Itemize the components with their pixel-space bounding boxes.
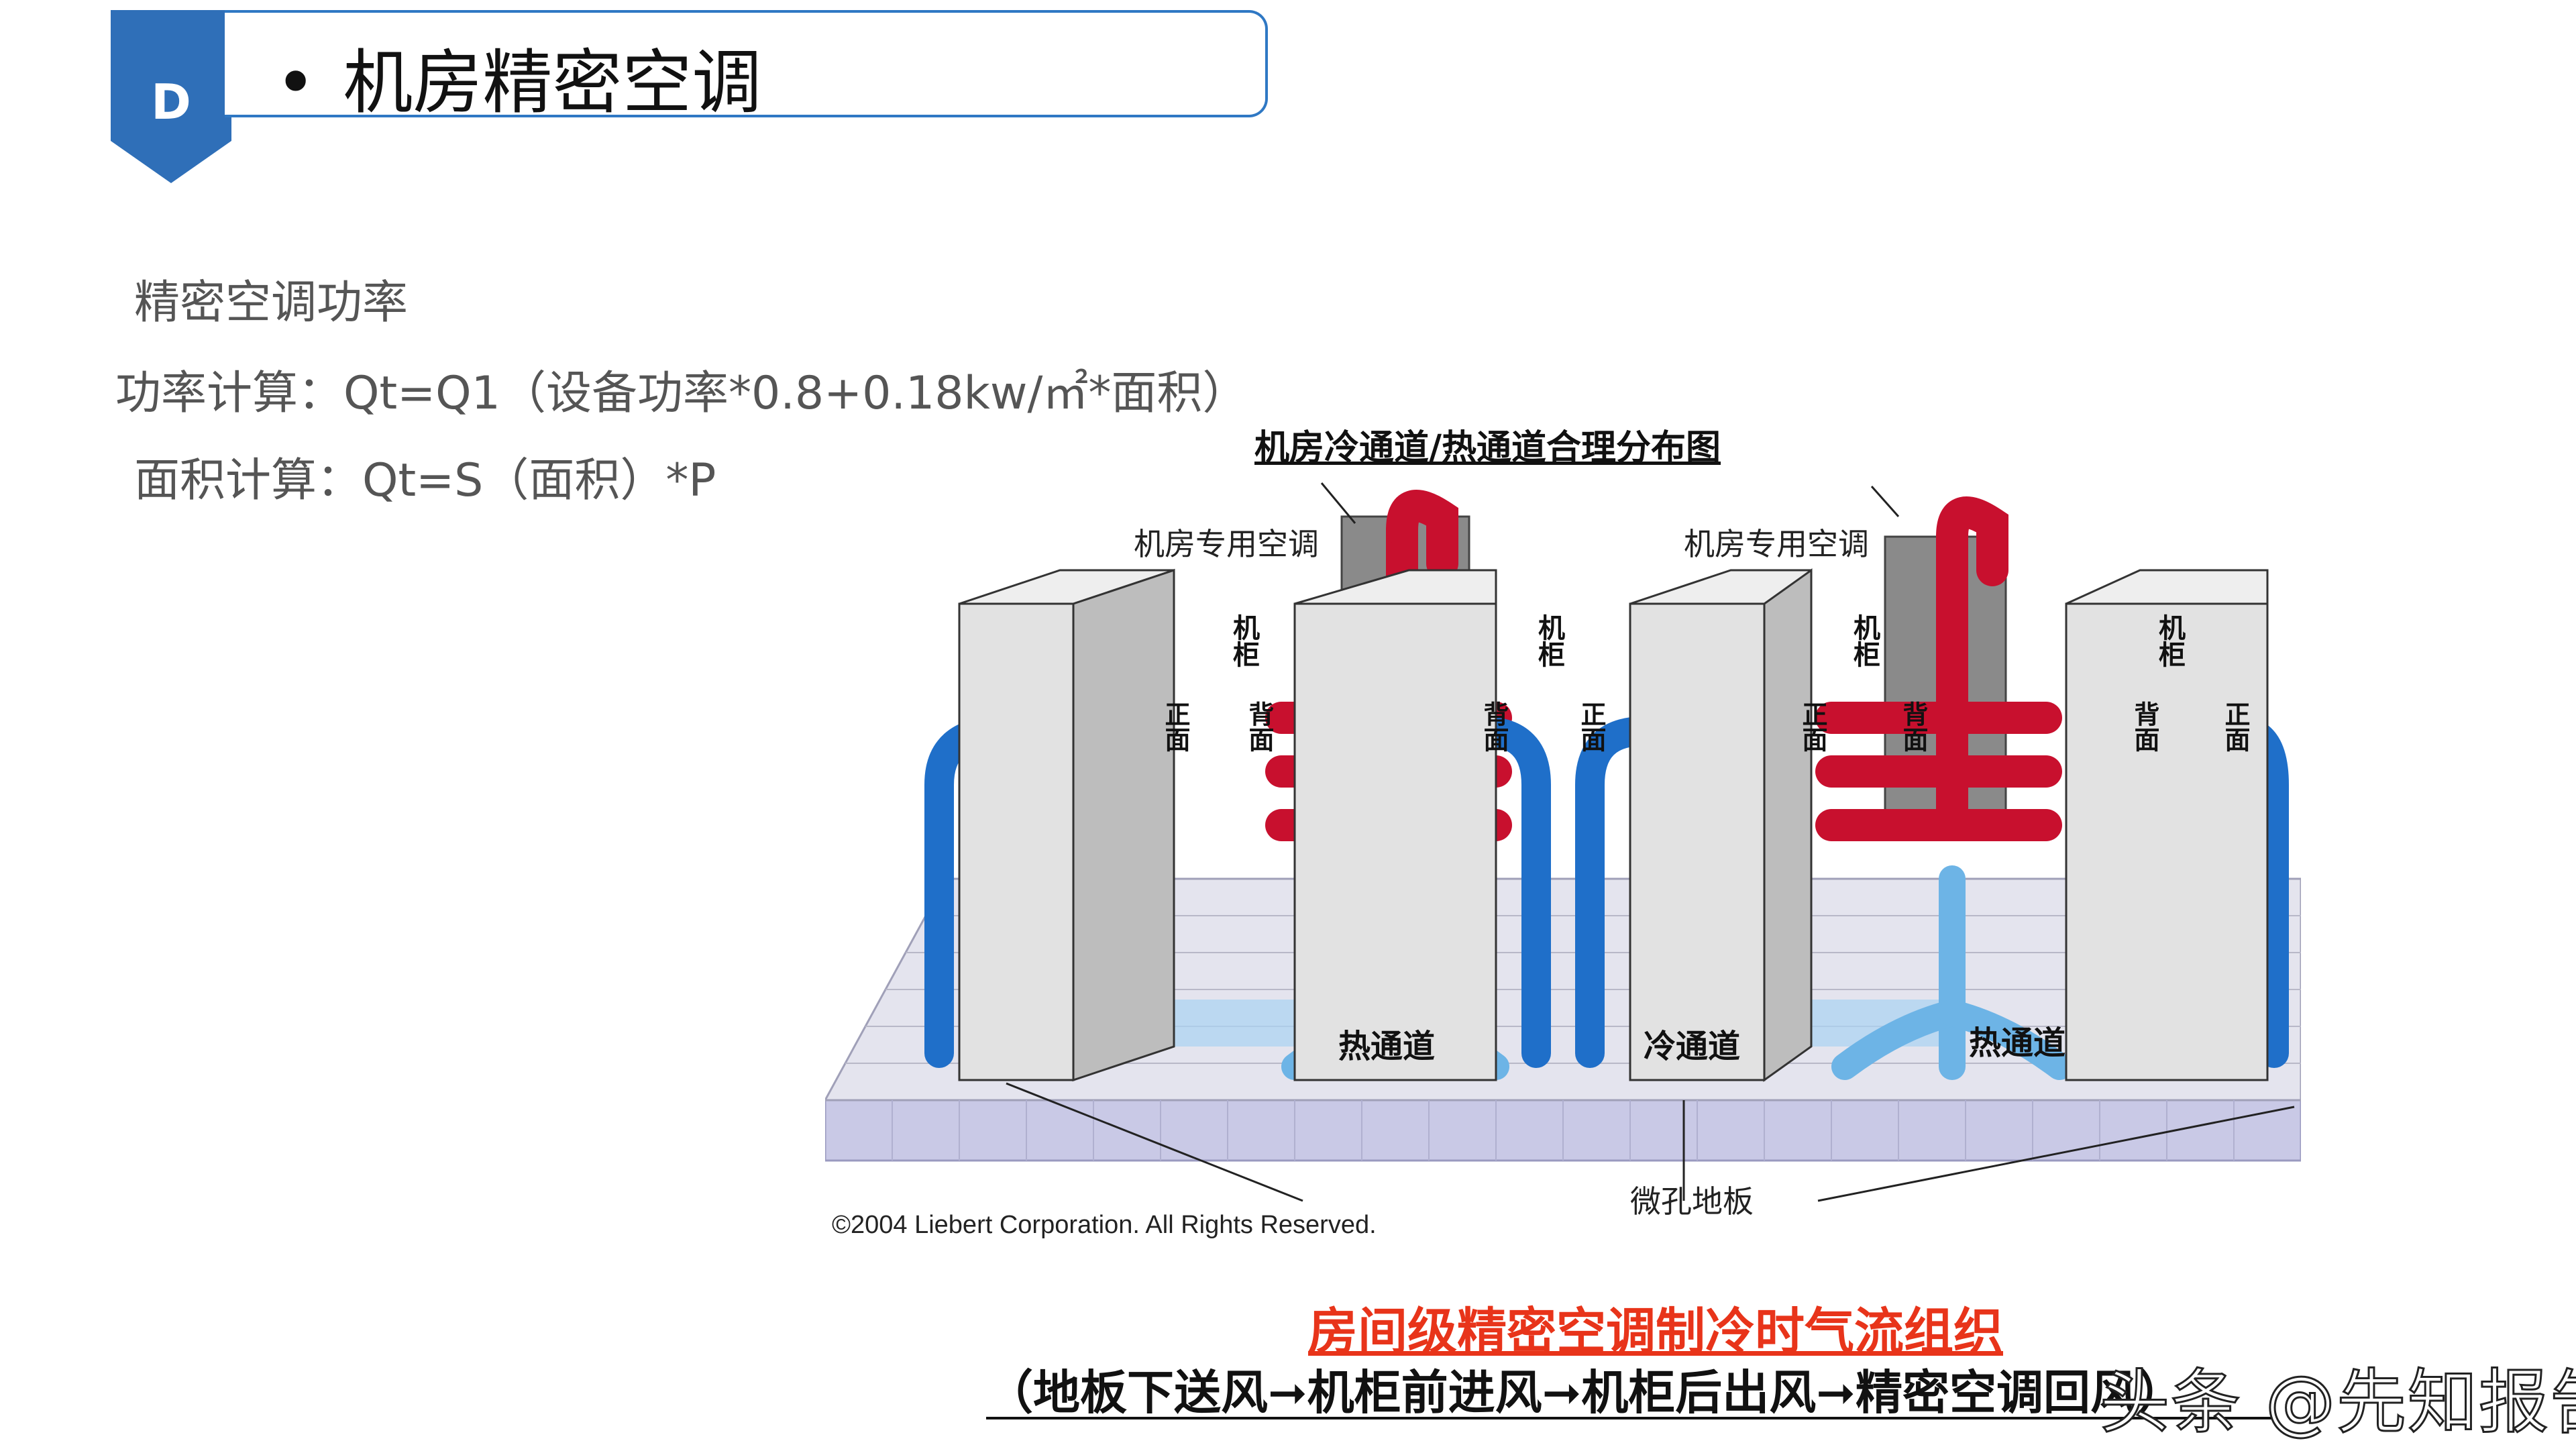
watermark: 头条 @先知报告 [2100, 1345, 2576, 1446]
section-badge: D [111, 10, 231, 183]
front-label-1: 正面 [1157, 701, 1194, 752]
ac-label-left: 机房专用空调 [1134, 520, 1319, 564]
back-label-3: 背面 [1895, 701, 1932, 752]
airflow-caption-title: 房间级精密空调制冷时气流组织 [1308, 1291, 2003, 1363]
cabinet-label-3: 机柜 [1845, 614, 1884, 667]
airflow-caption-detail: （地板下送风➞机柜前进风➞机柜后出风➞精密空调回风） [986, 1355, 2184, 1423]
cabinet-label-2: 机柜 [1529, 614, 1568, 667]
back-label-2: 背面 [1476, 701, 1513, 752]
cold-aisle-label: 冷通道 [1644, 1020, 1740, 1067]
power-heading: 精密空调功率 [134, 265, 408, 331]
front-label-2: 正面 [1573, 701, 1610, 752]
caption-underline [986, 1417, 2274, 1419]
airflow-diagram [825, 409, 2301, 1268]
page-title: • 机房精密空调 [275, 25, 761, 127]
diagram-copyright: ©2004 Liebert Corporation. All Rights Re… [832, 1211, 1377, 1240]
back-label-1: 背面 [1241, 701, 1278, 752]
page-title-text: 机房精密空调 [343, 42, 761, 123]
cabinet-label-4: 机柜 [2150, 614, 2189, 667]
back-label-4: 背面 [2127, 701, 2163, 752]
front-label-4: 正面 [2217, 701, 2254, 752]
area-formula: 面积计算：Qt=S（面积）*P [134, 443, 716, 509]
badge-letter: D [111, 74, 231, 130]
ac-label-right: 机房专用空调 [1684, 520, 1869, 564]
front-label-3: 正面 [1794, 701, 1831, 752]
perforated-floor-label: 微孔地板 [1630, 1177, 1754, 1222]
hot-aisle-label-2: 热通道 [1969, 1016, 2065, 1063]
title-bullet: • [275, 42, 316, 123]
airflow-diagram-graphic [825, 409, 2301, 1268]
hot-aisle-label-1: 热通道 [1338, 1020, 1435, 1067]
cabinet-label-1: 机柜 [1224, 614, 1263, 667]
diagram-title: 机房冷通道/热通道合理分布图 [1254, 419, 1721, 470]
